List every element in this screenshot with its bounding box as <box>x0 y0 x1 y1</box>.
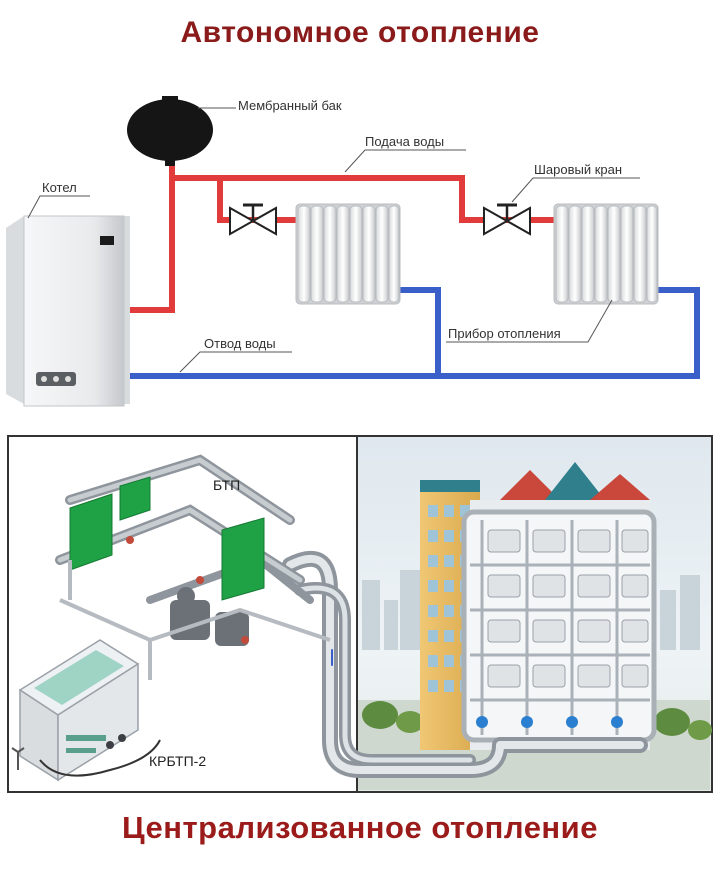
label-heating-device: Прибор отопления <box>448 326 561 341</box>
radiator-2 <box>553 203 659 305</box>
label-krbtp: КРБТП-2 <box>149 753 206 769</box>
title-centralized-heating: Централизованное отопление <box>122 810 598 845</box>
btp-unit <box>55 454 331 680</box>
boiler <box>6 215 130 407</box>
radiator-1 <box>295 203 401 305</box>
membrane-tank <box>127 96 213 166</box>
label-boiler: Котел <box>42 180 77 195</box>
ball-valve-2 <box>483 203 531 236</box>
city-skyline <box>362 570 700 650</box>
label-membrane-tank: Мембранный бак <box>238 98 342 113</box>
label-water-return: Отвод воды <box>204 336 276 351</box>
leader-lines <box>27 107 640 373</box>
return-pipe <box>124 287 700 379</box>
krbtp-controller <box>11 639 161 782</box>
label-ball-valve: Шаровый кран <box>534 162 622 177</box>
ball-valve-1 <box>229 203 277 236</box>
title-autonomous-heating: Автономное отопление <box>180 16 540 49</box>
main-pipe <box>282 550 648 778</box>
label-water-supply: Подача воды <box>365 134 444 149</box>
label-btp: БТП <box>213 477 240 493</box>
building-cutaway <box>461 509 657 743</box>
